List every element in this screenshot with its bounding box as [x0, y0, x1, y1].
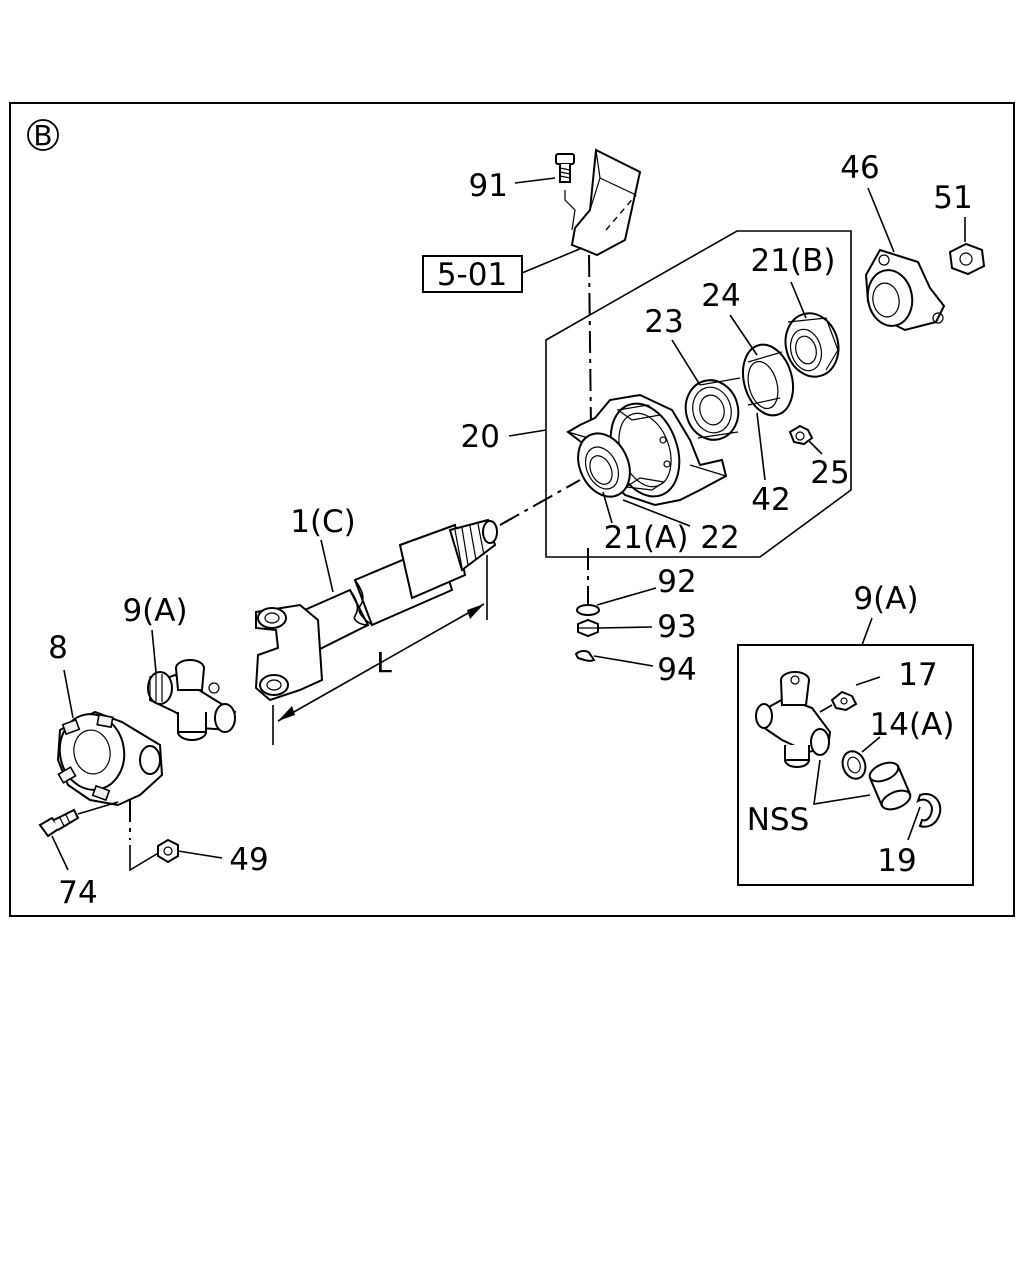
callout-46: 46: [840, 150, 879, 186]
inset-bearing-cup: [868, 761, 912, 811]
callout-23: 23: [644, 304, 683, 340]
callout-1c: 1(C): [290, 504, 356, 540]
bolt-91: [555, 153, 575, 183]
retainer-24: [742, 343, 794, 417]
callout-19: 19: [877, 843, 916, 879]
callout-74: 74: [58, 875, 97, 911]
grease-fitting-25: [788, 424, 814, 446]
nut-51: [948, 242, 986, 276]
cotter-pin-94: [574, 650, 596, 662]
view-marker: B: [27, 119, 59, 152]
reference-box[interactable]: 5-01: [422, 255, 523, 293]
propeller-shaft-1c: [298, 518, 498, 652]
inset-title: 9(A): [853, 581, 918, 617]
callout-49: 49: [229, 842, 268, 878]
callout-94: 94: [657, 652, 696, 688]
inset-universal-joint: [755, 671, 832, 768]
callout-93: 93: [657, 609, 696, 645]
universal-joint-9a: [147, 659, 237, 741]
reference-box-label: 5-01: [437, 257, 507, 293]
callout-92: 92: [657, 564, 696, 600]
bolt-74: [38, 808, 80, 838]
inset-seal-14a: [841, 750, 867, 780]
bracket-part: [564, 148, 642, 257]
callout-25: 25: [810, 455, 849, 491]
callout-14a: 14(A): [870, 707, 955, 743]
nut-93: [577, 618, 599, 638]
companion-flange-46: [864, 248, 946, 332]
dimension-label: L: [376, 646, 392, 679]
callout-8: 8: [48, 630, 68, 666]
callout-20: 20: [461, 419, 500, 455]
flange-yoke-8: [56, 710, 164, 807]
outer-frame: [9, 102, 1015, 917]
callout-21a: 21(A): [604, 520, 689, 556]
ball-bearing-23: [684, 377, 741, 441]
nut-49: [157, 838, 179, 864]
inset-snap-ring-19: [916, 793, 942, 828]
inset-grease-fitting-17: [830, 690, 858, 712]
callout-9a: 9(A): [122, 593, 187, 629]
center-bearing-group-outline: [545, 230, 852, 558]
callout-24: 24: [701, 278, 740, 314]
seal-21b: [784, 312, 840, 378]
shaft-yoke: [254, 603, 324, 702]
callout-91: 91: [469, 168, 508, 204]
dimension-l: L: [272, 555, 488, 745]
washer-92: [576, 604, 600, 616]
callout-21b: 21(B): [751, 243, 836, 279]
inset-frame: [737, 644, 974, 886]
callout-42: 42: [751, 482, 790, 518]
seal-21a: [577, 432, 631, 498]
callout-22: 22: [700, 520, 739, 556]
callout-51: 51: [933, 180, 972, 216]
view-marker-letter: B: [33, 119, 52, 152]
nss-label: NSS: [747, 802, 810, 838]
callout-17: 17: [898, 657, 937, 693]
